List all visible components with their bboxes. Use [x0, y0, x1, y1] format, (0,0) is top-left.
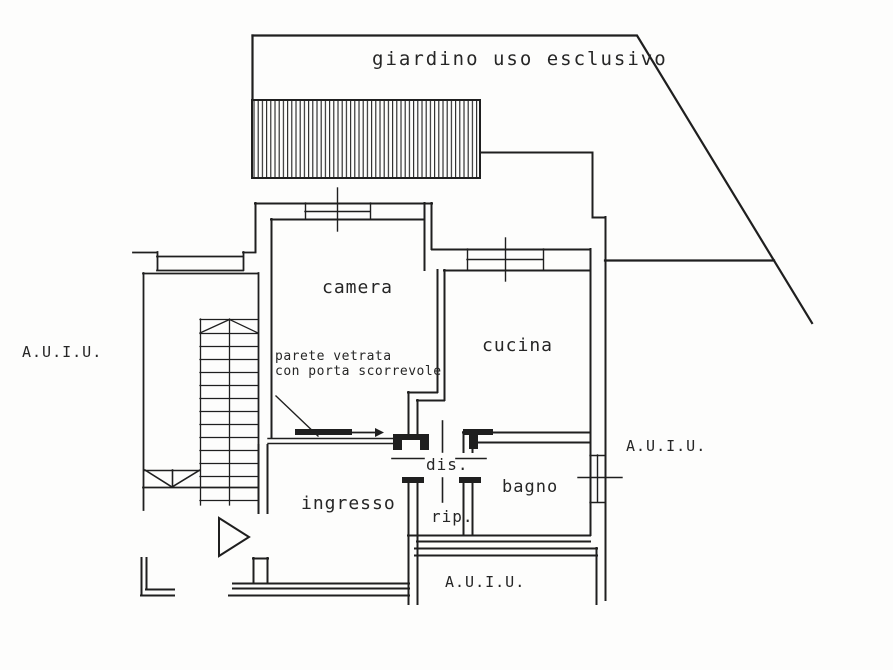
adjacent-unit-label-right: A.U.I.U.: [626, 437, 707, 455]
bedroom-label: camera: [322, 277, 394, 298]
entrance-arrow: [218, 516, 251, 558]
bathroom-label: bagno: [502, 477, 559, 497]
staircase-treads: [199, 318, 259, 506]
storage-west-wall: [407, 483, 419, 605]
hallway-label: dis.: [426, 455, 469, 474]
bedroom-window: [304, 187, 372, 232]
adjacent-unit-label-left: A.U.I.U.: [22, 343, 103, 361]
storage-label: rip.: [431, 507, 474, 526]
entrance-west-wall: [257, 444, 269, 514]
bottom-left-wall: [140, 557, 175, 597]
kitchen-walls: [407, 248, 591, 436]
glass-wall-label-line2: con porta scorrevole: [275, 363, 442, 379]
bathroom-window: [577, 454, 623, 504]
adjacent-unit-label-bottom: A.U.I.U.: [445, 573, 526, 591]
bathroom-walls: [407, 431, 591, 543]
bedroom-walls: [254, 202, 433, 439]
pergola-hatch: [251, 99, 481, 179]
stairwell-north-window: [132, 251, 257, 272]
entrance-south-walls: [228, 557, 410, 597]
east-wall: [589, 216, 607, 605]
terrace-boundary: [479, 151, 606, 219]
lower-unit-walls: [414, 547, 598, 557]
garden-boundary: [251, 34, 814, 325]
kitchen-window: [466, 237, 545, 282]
glass-wall-label: parete vetrata con porta scorrevole: [275, 349, 442, 380]
garden-label: giardino uso esclusivo: [372, 48, 668, 70]
stair-landing-triangle: [143, 468, 202, 489]
sliding-door-panel: [295, 428, 384, 437]
glass-wall-label-line1: parete vetrata: [275, 349, 392, 364]
kitchen-label: cucina: [482, 335, 554, 356]
hallway-opening-dashes: [391, 420, 487, 503]
entrance-label: ingresso: [301, 493, 396, 514]
